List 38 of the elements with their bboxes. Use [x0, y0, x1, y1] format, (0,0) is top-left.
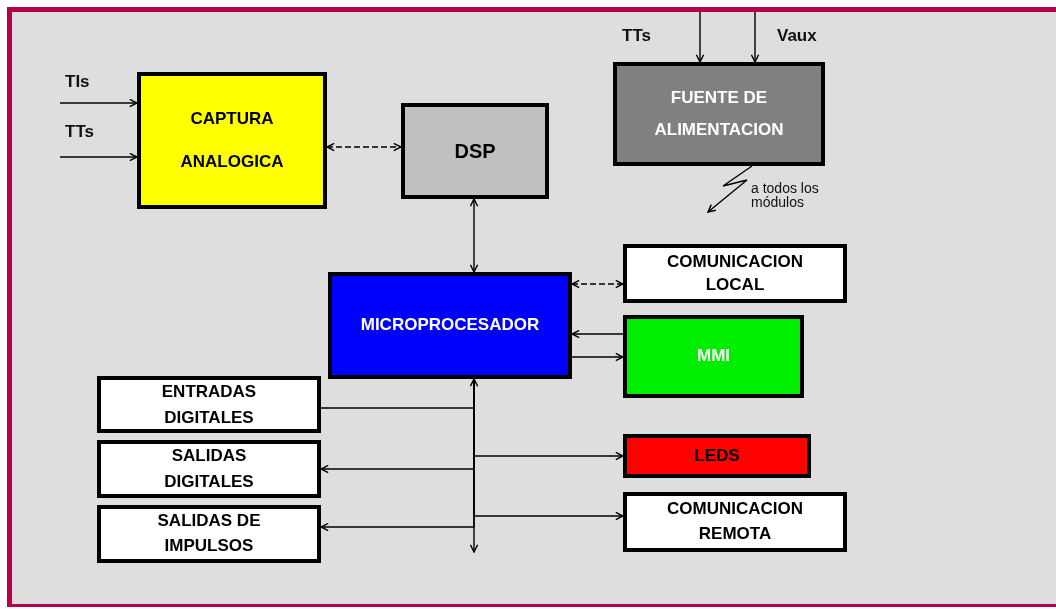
block-box — [328, 272, 572, 379]
block-label: COMUNICACION LOCAL — [667, 250, 803, 296]
block-box — [623, 492, 847, 552]
block-box — [401, 103, 549, 199]
signal-label: TTs — [65, 122, 94, 142]
arrow — [469, 378, 479, 553]
block-box — [97, 440, 321, 498]
arrow — [59, 152, 138, 162]
arrow — [695, 11, 705, 63]
signal-label: TTs — [622, 26, 651, 46]
block-label: DSP — [454, 139, 496, 164]
block-box — [623, 434, 811, 478]
arrow — [750, 11, 760, 63]
block-box — [97, 505, 321, 563]
arrow — [326, 142, 402, 152]
block-box — [97, 376, 321, 433]
signal-label: TIs — [65, 72, 90, 92]
arrow — [571, 352, 624, 362]
block-box — [137, 72, 327, 209]
arrow — [59, 98, 138, 108]
arrow — [707, 165, 753, 213]
block-box — [613, 62, 825, 166]
block-box — [623, 244, 847, 303]
block-label: ENTRADAS DIGITALES — [160, 381, 258, 429]
arrow — [571, 279, 624, 289]
signal-label: Vaux — [777, 26, 817, 46]
block-label: CAPTURA ANALOGICA — [179, 108, 285, 173]
block-label: MICROPROCESADOR — [360, 314, 540, 337]
block-box — [623, 315, 804, 398]
arrow — [469, 198, 479, 273]
block-label: MMI — [696, 345, 730, 368]
arrow — [571, 329, 624, 339]
block-label: COMUNICACION REMOTA — [667, 498, 803, 545]
block-label: SALIDAS DIGITALES — [163, 444, 255, 493]
arrow — [320, 378, 479, 409]
block-label: FUENTE DE ALIMENTACION — [653, 86, 785, 141]
block-label: LEDS — [694, 444, 740, 467]
block-label: SALIDAS DE IMPULSOS — [156, 510, 262, 557]
